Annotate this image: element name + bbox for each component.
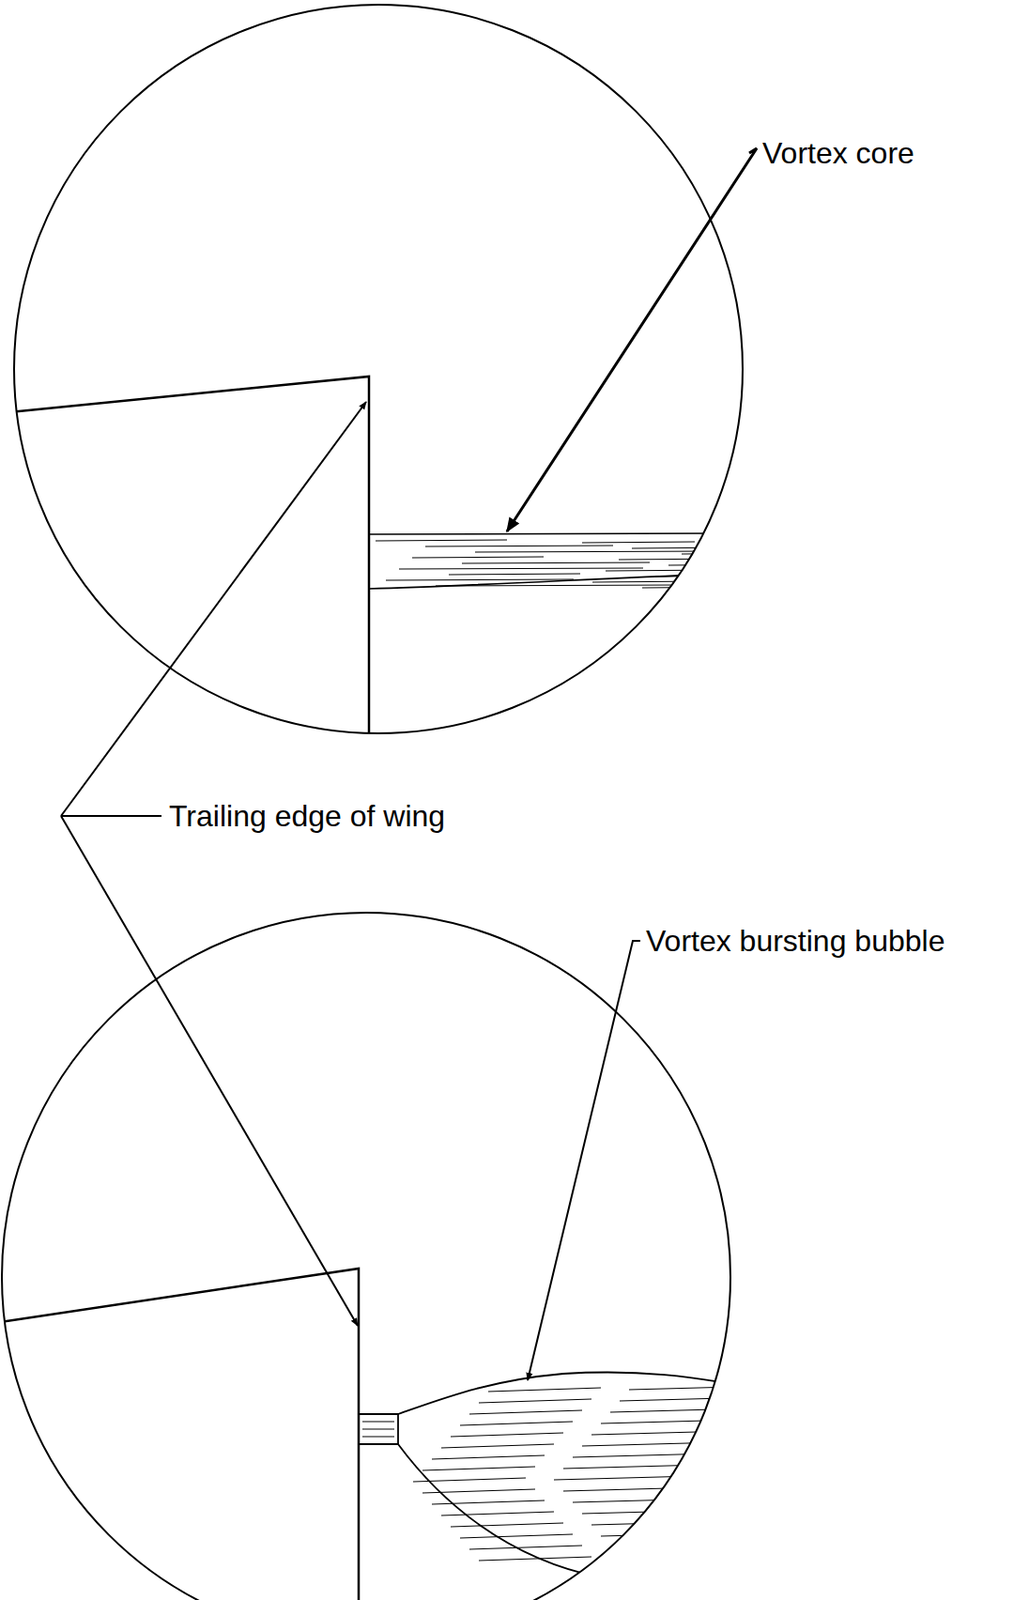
hatch-stroke [475, 551, 720, 553]
hatch-stroke [460, 1421, 573, 1426]
hatch-stroke [450, 1522, 564, 1527]
hatch-stroke [600, 1532, 742, 1536]
hatch-stroke [591, 1520, 733, 1525]
hatch-stroke [478, 1398, 592, 1403]
hatch-stroke [553, 1475, 695, 1480]
hatch-stroke [642, 586, 755, 588]
hatch-stroke [655, 575, 768, 577]
hatch-stroke [375, 539, 507, 541]
hatch-stroke [478, 1556, 592, 1561]
label-text: Vortex bursting bubble [644, 925, 947, 956]
hatch-stroke [450, 1432, 564, 1437]
label-text: Trailing edge of wing [167, 800, 447, 831]
hatch-stroke [431, 1455, 545, 1460]
hatch-stroke [582, 541, 695, 543]
hatch-stroke [413, 1477, 526, 1482]
view-circle [0, 4, 795, 742]
hatch-stroke [435, 584, 680, 586]
wing-outline [0, 1268, 359, 1600]
hatch-stroke [600, 1419, 742, 1424]
hatch-stroke [631, 547, 745, 549]
hatch-stroke [399, 568, 644, 569]
hatch-stroke [469, 1410, 583, 1414]
hatch-stroke [619, 1554, 761, 1559]
hatch-stroke [618, 558, 732, 560]
hatch-stroke [668, 564, 782, 566]
wing-outline [0, 376, 369, 742]
hatch-stroke [441, 1511, 554, 1516]
hatch-stroke [610, 1408, 752, 1413]
view-circle [0, 912, 770, 1600]
hatch-stroke [572, 1498, 714, 1503]
vortex-core [368, 533, 795, 589]
hatch-stroke [610, 1543, 752, 1548]
hatch-stroke [441, 1443, 554, 1448]
hatch-stroke [582, 1509, 723, 1514]
hatch-stroke [629, 1385, 770, 1390]
hatch-stroke [362, 1421, 395, 1423]
hatch-stroke [385, 579, 574, 581]
hatch-stroke [460, 1534, 573, 1538]
hatch-stroke [422, 1466, 536, 1471]
label-text: Vortex core [760, 138, 917, 169]
leader-lines [61, 148, 757, 1381]
hatch-stroke [681, 552, 795, 554]
hatch-stroke [619, 1397, 761, 1401]
hatch-stroke [563, 1464, 705, 1469]
hatch-stroke [563, 1487, 705, 1491]
hatch-stroke [591, 1430, 733, 1435]
hatch-stroke [582, 1442, 723, 1446]
hatch-stroke [425, 545, 614, 547]
hatch-stroke [448, 573, 581, 575]
hatch-stroke [592, 581, 706, 583]
hatch-stroke [362, 1436, 395, 1438]
hatch-stroke [461, 562, 650, 564]
hatch-stroke [412, 556, 544, 558]
hatch-stroke [488, 1387, 601, 1392]
hatch-stroke [469, 1545, 583, 1550]
hatch-stroke [422, 1489, 536, 1493]
hatch-stroke [362, 1428, 395, 1430]
hatch-stroke [605, 569, 719, 571]
hatch-stroke [431, 1500, 545, 1505]
bursting-bubble [358, 1371, 770, 1582]
hatch-stroke [572, 1453, 714, 1458]
